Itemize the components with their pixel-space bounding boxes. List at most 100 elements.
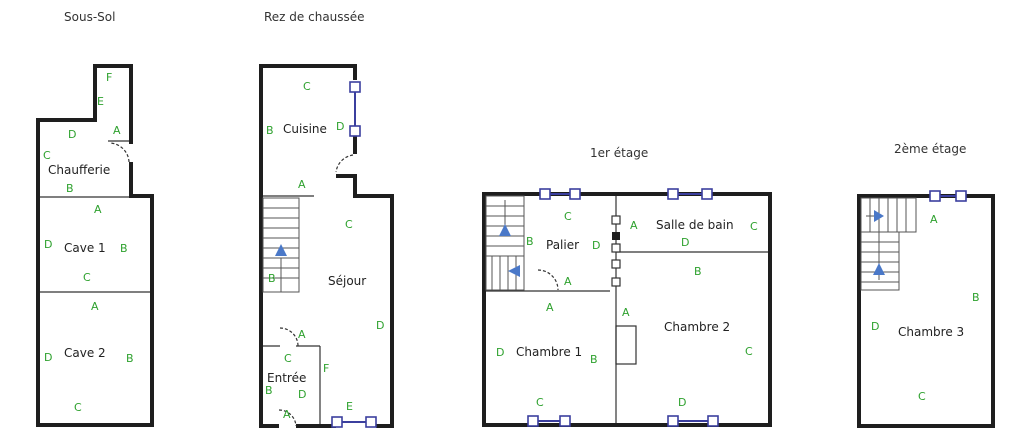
floor-2eme-etage: 2ème étage Cha: [857, 142, 995, 428]
wall: [129, 194, 153, 198]
stair-arrow-icon: [499, 224, 511, 236]
wall: [296, 424, 336, 428]
wall-label: D: [496, 346, 504, 359]
wall-label: B: [972, 291, 980, 304]
wall: [353, 134, 357, 154]
wall-label: A: [113, 124, 121, 137]
wall-label: F: [106, 71, 112, 84]
wall-label: D: [871, 320, 879, 333]
wall-label: C: [564, 210, 572, 223]
wall-label: C: [745, 345, 753, 358]
wall-label: E: [97, 95, 104, 108]
window: [667, 188, 713, 200]
floor-title: 2ème étage: [894, 142, 966, 156]
floor-title: Sous-Sol: [64, 10, 115, 24]
wall: [857, 194, 861, 428]
wall: [129, 162, 133, 197]
wall-label: B: [120, 242, 128, 255]
wall-label: A: [91, 300, 99, 313]
wall-label: A: [546, 301, 554, 314]
floor-title: 1er étage: [590, 146, 648, 160]
wall-label: A: [283, 408, 291, 421]
wall: [991, 194, 995, 428]
wall: [482, 192, 772, 196]
floor-sous-sol: Sous-Sol Chaufferie Cave 1 Cave 2 F E D …: [36, 10, 154, 427]
wall-label: A: [564, 275, 572, 288]
window: [667, 415, 719, 427]
wall: [857, 424, 995, 428]
wall: [36, 423, 154, 427]
wall-label: D: [68, 128, 76, 141]
stair-arrow-icon: [275, 244, 287, 256]
door-swing: [335, 154, 354, 173]
wall: [259, 424, 279, 428]
stair-arrow-icon: [508, 265, 520, 277]
wall: [93, 64, 133, 68]
wall-label: C: [536, 396, 544, 409]
room-label: Cuisine: [283, 122, 327, 136]
wall: [36, 118, 97, 122]
wall-label: B: [266, 124, 274, 137]
wall-label: C: [918, 390, 926, 403]
door-swing: [279, 327, 299, 347]
room-label: Cave 1: [64, 241, 106, 255]
wall-label: A: [630, 219, 638, 232]
wall-label: B: [66, 182, 74, 195]
wall-label: A: [94, 203, 102, 216]
wall-label: A: [298, 328, 306, 341]
wall-label: B: [268, 272, 276, 285]
floor-title: Rez de chaussée: [264, 10, 365, 24]
wall: [353, 64, 357, 80]
wall-label: C: [43, 149, 51, 162]
wall-label: A: [298, 178, 306, 191]
wall: [768, 192, 772, 427]
wall-label: D: [376, 319, 384, 332]
room-label: Chambre 3: [898, 325, 964, 339]
wall-label: B: [526, 235, 534, 248]
wall-label: D: [678, 396, 686, 409]
wall: [150, 194, 154, 427]
wall-label: D: [44, 238, 52, 251]
door-swing: [278, 409, 297, 427]
wall: [259, 64, 263, 428]
wall-label: C: [83, 271, 91, 284]
door-swing: [537, 269, 559, 291]
room-label: Séjour: [328, 274, 366, 288]
stair-arrow-icon: [874, 210, 884, 222]
window: [527, 415, 571, 427]
wall-label: A: [622, 306, 630, 319]
wall: [259, 64, 357, 68]
room-label: Chambre 2: [664, 320, 730, 334]
wall-label: C: [74, 401, 82, 414]
floor-1er-etage: 1er étage: [482, 146, 772, 427]
wall: [353, 194, 394, 198]
staircase: [262, 197, 300, 293]
room-label: Salle de bain: [656, 218, 734, 232]
window: [349, 81, 361, 137]
wall: [36, 118, 40, 427]
wall: [482, 423, 772, 427]
wall: [482, 192, 486, 427]
floor-rez-de-chaussee: Rez de chaussée: [259, 10, 394, 428]
window: [929, 190, 967, 202]
wall: [129, 64, 133, 144]
window: [331, 416, 377, 428]
wall-label: C: [284, 352, 292, 365]
stair-arrow-icon: [873, 263, 885, 275]
wall: [857, 194, 995, 198]
room-label: Chambre 1: [516, 345, 582, 359]
wall-label: A: [930, 213, 938, 226]
staircase: [485, 195, 525, 291]
wall-label: F: [323, 362, 329, 375]
window: [539, 188, 581, 200]
wall: [336, 174, 357, 178]
wall-label: C: [303, 80, 311, 93]
wall-label: B: [265, 384, 273, 397]
door: [611, 215, 621, 287]
wall-label: D: [681, 236, 689, 249]
wall-label: D: [592, 239, 600, 252]
wall-label: D: [336, 120, 344, 133]
room-label: Cave 2: [64, 346, 106, 360]
wall-label: B: [590, 353, 598, 366]
